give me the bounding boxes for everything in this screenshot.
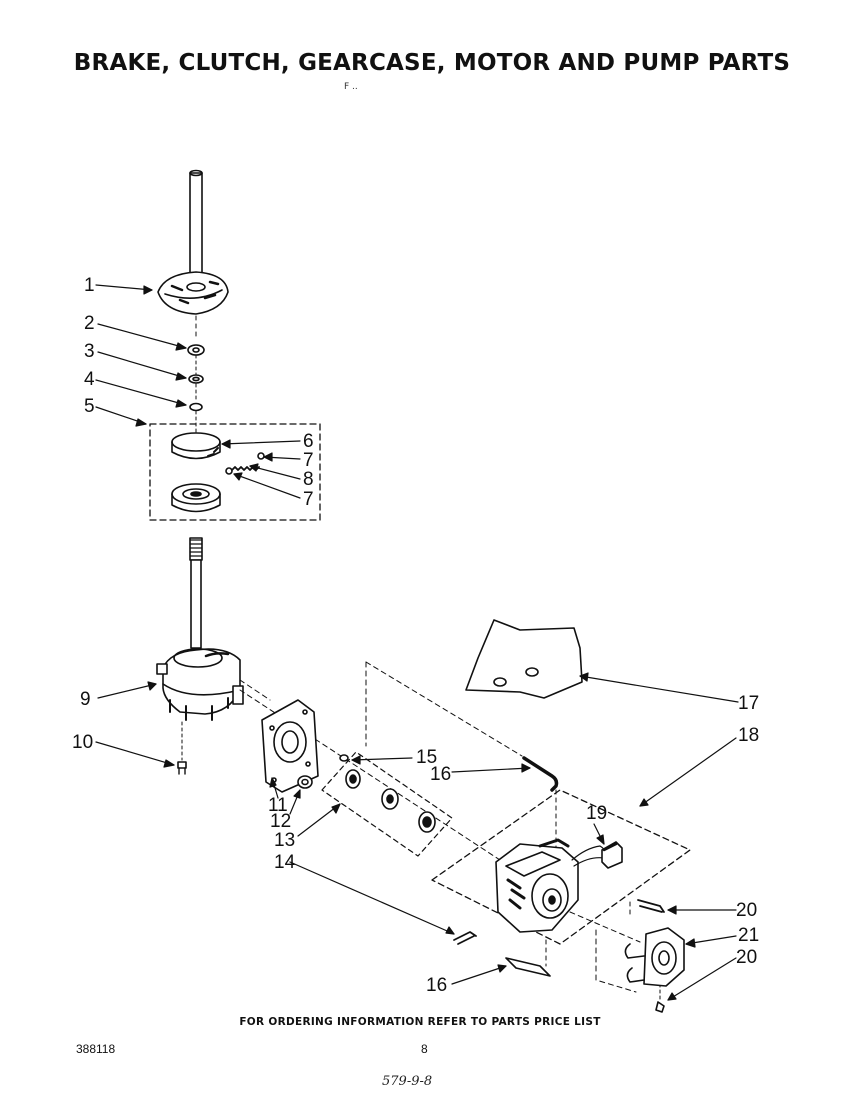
part-17-cover-plate — [465, 619, 583, 699]
part-9-gearcase — [156, 537, 244, 721]
subtitle-mark: F .. — [344, 82, 358, 92]
callout-15: 15 — [416, 747, 438, 768]
part-10-screw — [177, 721, 187, 775]
leader-lines — [95, 284, 739, 1001]
callout-3: 3 — [84, 341, 95, 362]
page-number: 8 — [421, 1042, 428, 1056]
callout-14: 14 — [274, 852, 296, 873]
part-pulley-2 — [381, 788, 399, 810]
part-pulley-1 — [345, 769, 361, 789]
part-14-clip — [453, 931, 477, 945]
part-3-washer — [188, 374, 204, 384]
callout-21: 21 — [738, 925, 760, 946]
callout-12: 12 — [270, 811, 292, 832]
part-4-ring — [189, 402, 203, 412]
part-21-pump — [624, 927, 685, 987]
drive-shaft-top — [189, 169, 203, 341]
part-1-drive-bell — [157, 271, 229, 315]
callout-16a: 16 — [430, 764, 452, 785]
callout-11: 11 — [268, 795, 288, 816]
part-pulley-3 — [418, 811, 436, 833]
callout-4: 4 — [84, 369, 95, 390]
part-2-washer — [187, 344, 205, 356]
callout-16b: 16 — [426, 975, 448, 996]
part-5-brake-assembly-box — [149, 423, 321, 521]
part-13-pulley-group-outline — [321, 751, 453, 857]
callout-1: 1 — [84, 275, 95, 296]
callout-19: 19 — [586, 803, 608, 824]
callout-6: 6 — [303, 431, 314, 452]
part-15-screw — [339, 754, 349, 762]
callout-10: 10 — [72, 732, 94, 753]
callout-2: 2 — [84, 313, 95, 334]
handwritten-code: 579-9-8 — [382, 1074, 433, 1089]
callout-13: 13 — [274, 830, 296, 851]
part-20-clip-lower — [655, 1001, 665, 1013]
callout-5: 5 — [84, 396, 95, 417]
page-title: BRAKE, CLUTCH, GEARCASE, MOTOR AND PUMP … — [73, 50, 791, 76]
callout-20b: 20 — [736, 947, 758, 968]
part-20-clip-upper — [637, 899, 665, 913]
part-11-mounting-plate — [261, 699, 319, 793]
part-12-nut — [297, 775, 313, 789]
callout-20a: 20 — [736, 900, 758, 921]
ordering-note: FOR ORDERING INFORMATION REFER TO PARTS … — [239, 1016, 601, 1028]
callout-17: 17 — [738, 693, 760, 714]
part-16-bracket-lower — [505, 939, 551, 977]
part-18-motor-box-outline — [431, 789, 691, 945]
callout-7b: 7 — [303, 489, 314, 510]
part-19-terminal-block — [601, 841, 623, 869]
part-brake-rotor — [171, 483, 221, 513]
callout-7a: 7 — [303, 450, 314, 471]
document-number: 388118 — [76, 1042, 116, 1056]
part-6-brake-band — [171, 432, 221, 460]
callout-9: 9 — [80, 689, 91, 710]
callout-18: 18 — [738, 725, 760, 746]
callout-8: 8 — [303, 469, 314, 490]
part-motor — [495, 838, 608, 933]
